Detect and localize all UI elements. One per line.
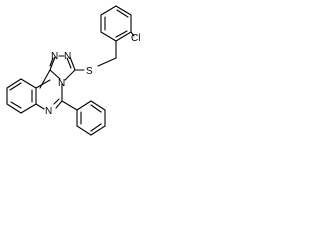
bond (90, 123, 102, 132)
bond (115, 5, 132, 16)
bond (90, 104, 102, 113)
bond (10, 101, 22, 109)
atom-label-n: N (58, 78, 65, 89)
bond (49, 57, 54, 67)
atom-n-quinazoline: N (45, 106, 52, 117)
bond (66, 57, 72, 69)
bond (116, 9, 129, 18)
bond (20, 78, 37, 89)
bond (6, 78, 22, 89)
bond (90, 125, 106, 136)
bond (55, 100, 63, 109)
bond (130, 31, 135, 37)
bond (9, 82, 22, 91)
bond-layer (6, 5, 135, 136)
bond (53, 98, 60, 105)
bond (97, 57, 117, 67)
atom-label-n: N (64, 51, 71, 62)
atom-label-n: N (45, 106, 52, 117)
bond (6, 103, 22, 114)
atom-label-layer: Cl S N N N N (45, 33, 140, 117)
bond (35, 79, 51, 89)
bond (76, 100, 92, 111)
atom-label-cl: Cl (131, 33, 140, 44)
atom-n-bridge: N (58, 78, 65, 89)
bond (100, 31, 117, 42)
atom-n-triazole-1: N (64, 51, 71, 62)
atom-cl: Cl (131, 33, 140, 44)
atom-n-triazole-2: N (51, 51, 58, 62)
bond (69, 56, 76, 71)
bond (115, 30, 128, 38)
bond (49, 69, 61, 80)
molecule-structure: Cl S N N N N (6, 5, 140, 136)
bond (90, 100, 106, 111)
atom-label-n: N (51, 51, 58, 62)
atom-s: S (86, 66, 93, 77)
bond (35, 103, 45, 110)
bond (76, 125, 92, 136)
atom-label-s: S (86, 66, 93, 77)
bond (49, 56, 56, 71)
bond (100, 5, 117, 16)
bond (115, 31, 132, 42)
bond (61, 100, 78, 111)
bond (20, 103, 37, 114)
bond (64, 69, 76, 81)
